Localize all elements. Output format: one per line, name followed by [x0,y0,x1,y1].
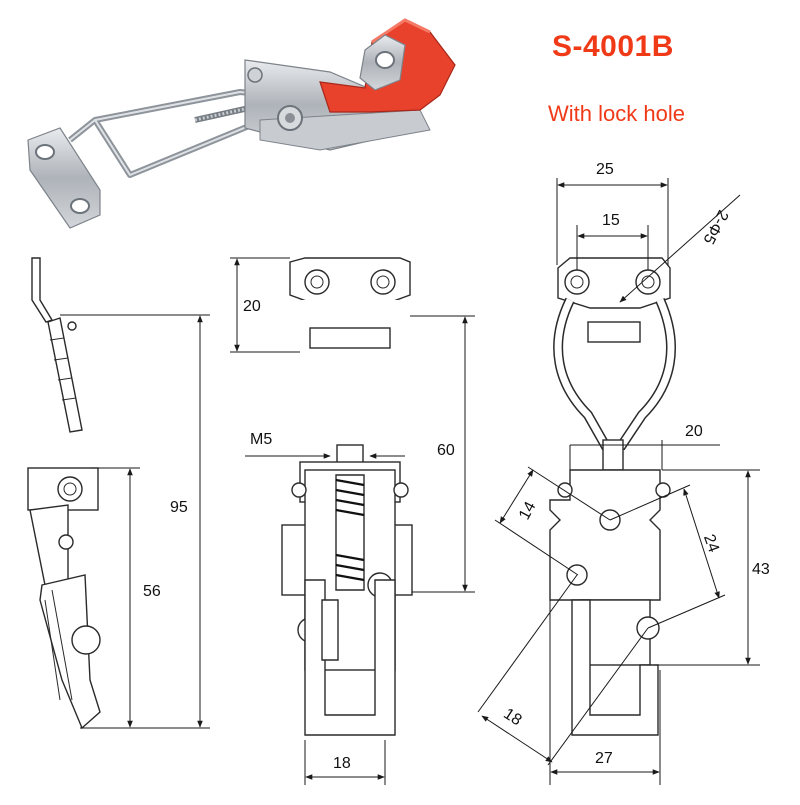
feature-subtitle: With lock hole [548,101,685,126]
dim-thread: M5 [250,431,272,448]
photo-hole-icon [35,144,55,160]
photo-base-plate [27,127,101,229]
dim-side-lower-height: 56 [143,583,161,600]
product-photo [27,18,456,229]
dim-back-base-width: 27 [595,750,613,767]
side-view: 95 56 [27,257,210,730]
photo-lock-hole-icon [375,51,395,69]
dim-back-body-height: 43 [752,561,770,578]
model-title: S-4001B [552,30,674,63]
dim-diag-a: 14 [516,499,539,523]
front-view: 20 60 M5 18 [230,257,475,785]
dim-back-plate-width: 25 [596,161,614,178]
dim-diag-b: 24 [700,532,722,555]
dim-front-base-width: 18 [333,755,351,772]
photo-hole-icon [70,198,90,214]
dim-front-to-base: 60 [437,442,455,459]
dim-back-body-width: 20 [685,423,703,440]
dim-diag-c: 18 [500,705,524,729]
dim-side-total-height: 95 [170,499,188,516]
back-view: 25 15 2-Φ5 20 43 14 24 18 [477,161,770,785]
dim-back-hole-spacing: 15 [602,212,620,229]
dim-front-plate-height: 20 [243,298,261,315]
